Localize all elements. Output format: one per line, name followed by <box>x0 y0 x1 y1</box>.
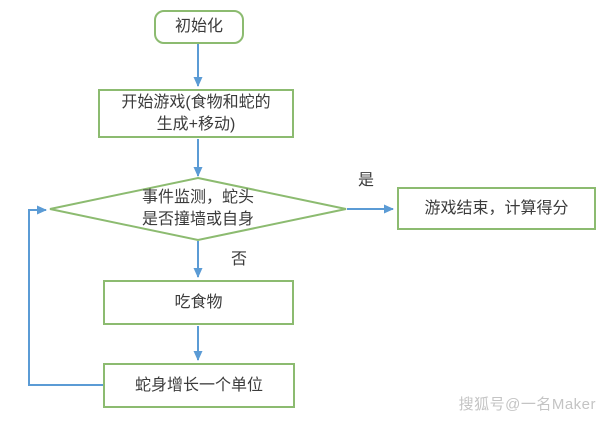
node-init-label: 初始化 <box>174 18 223 36</box>
node-start-game-line1: 开始游戏(食物和蛇的 <box>121 93 271 111</box>
node-init: 初始化 <box>154 10 244 44</box>
node-game-over-label: 游戏结束，计算得分 <box>424 199 569 217</box>
node-decision-label: 事件监测，蛇头 是否撞墙或自身 <box>50 178 346 240</box>
node-decision-line1: 事件监测，蛇头 <box>141 189 254 207</box>
node-eat-food-label: 吃食物 <box>174 293 223 311</box>
node-eat-food: 吃食物 <box>103 280 294 325</box>
node-start-game: 开始游戏(食物和蛇的 生成+移动) <box>98 89 294 138</box>
edge-label-yes: 是 <box>358 172 375 189</box>
node-start-game-line2: 生成+移动) <box>156 115 236 133</box>
node-grow-body-label: 蛇身增长一个单位 <box>134 376 263 394</box>
arrow-grow-to-decision-loop <box>28 205 103 386</box>
edge-label-no: 否 <box>231 251 248 268</box>
node-game-over: 游戏结束，计算得分 <box>397 187 596 230</box>
watermark: 搜狐号@一名Maker <box>458 396 596 413</box>
decision-diamond-shape <box>49 176 347 242</box>
node-decision-line2: 是否撞墙或自身 <box>141 211 254 228</box>
node-grow-body: 蛇身增长一个单位 <box>103 363 295 408</box>
